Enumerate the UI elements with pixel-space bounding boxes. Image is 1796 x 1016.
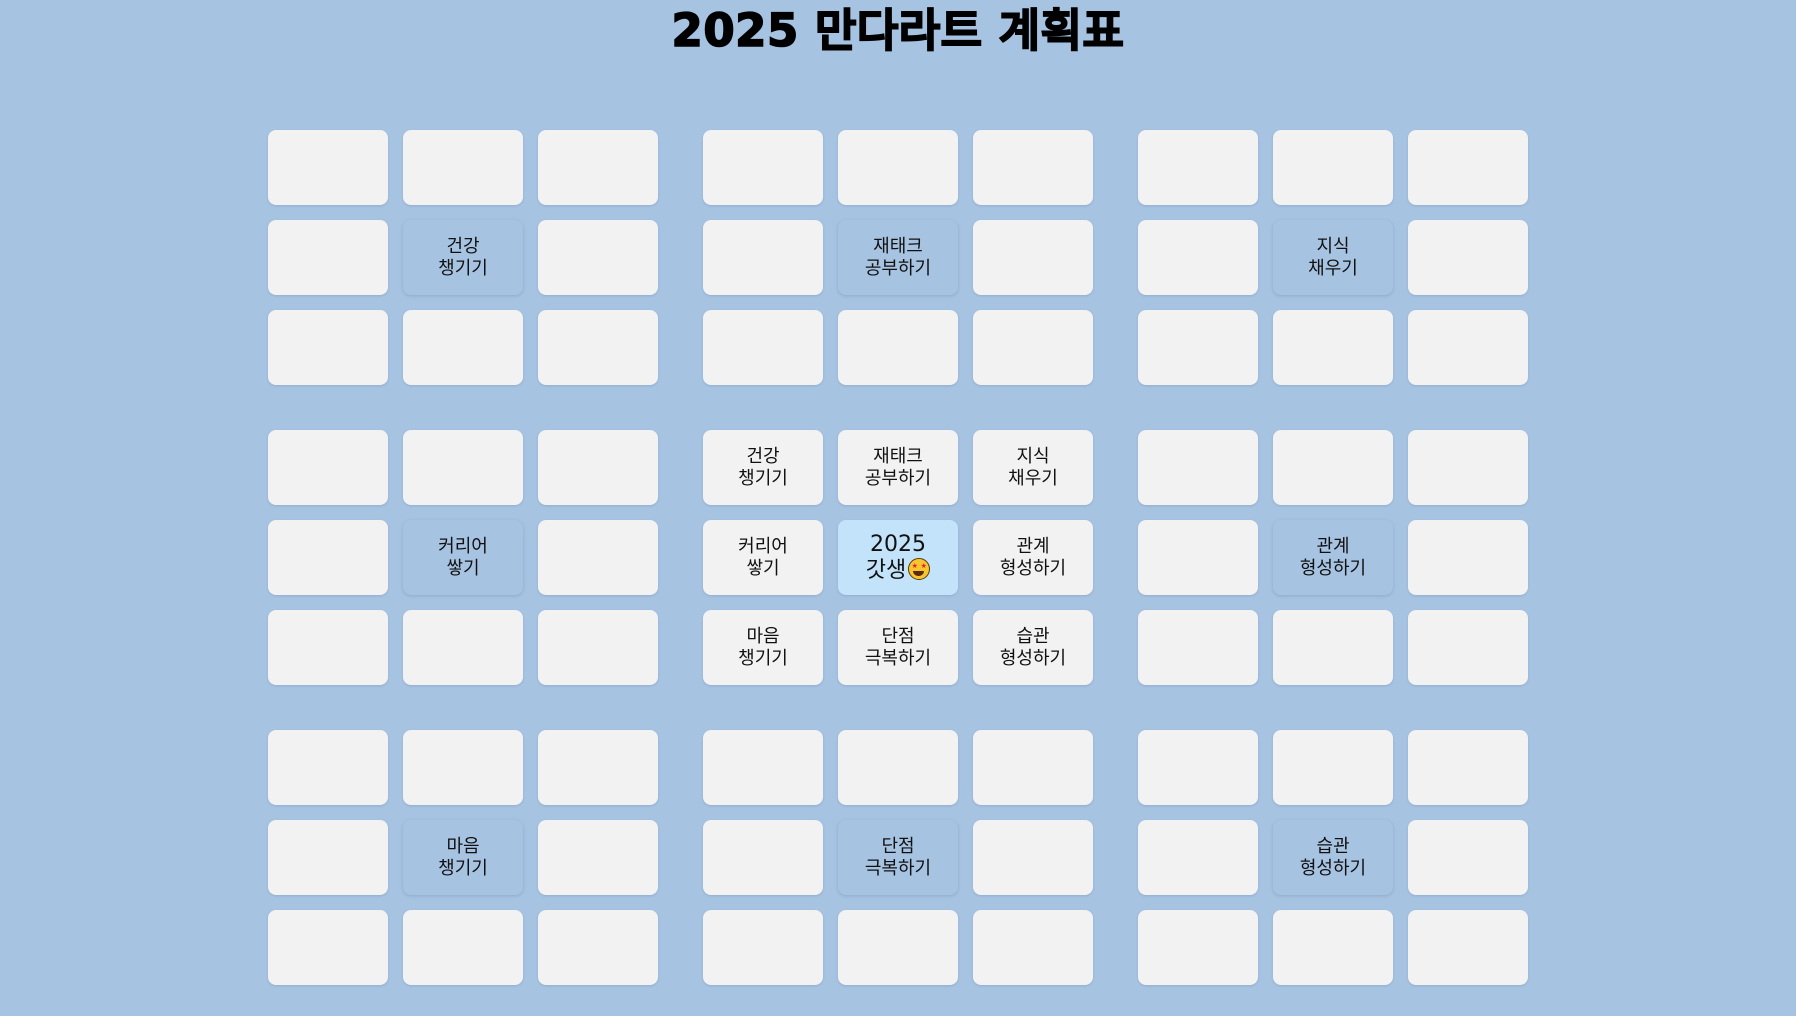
plan-cell-empty[interactable] (973, 310, 1093, 385)
sub-goal-center-cell[interactable]: 단점 극복하기 (838, 820, 958, 895)
plan-cell-empty[interactable] (1138, 910, 1258, 985)
core-goal-item[interactable]: 지식 채우기 (973, 430, 1093, 505)
plan-cell-empty[interactable] (1138, 610, 1258, 685)
plan-cell-empty[interactable] (403, 310, 523, 385)
plan-cell-empty[interactable] (1273, 130, 1393, 205)
plan-cell-empty[interactable] (538, 520, 658, 595)
plan-cell-empty[interactable] (403, 130, 523, 205)
core-goal-item[interactable]: 관계 형성하기 (973, 520, 1093, 595)
plan-cell-empty[interactable] (973, 820, 1093, 895)
plan-cell-empty[interactable] (538, 910, 658, 985)
plan-cell-empty[interactable] (1273, 730, 1393, 805)
plan-cell-empty[interactable] (973, 910, 1093, 985)
plan-cell-empty[interactable] (838, 910, 958, 985)
block-middle-right: 관계 형성하기 (1138, 430, 1528, 685)
block-bottom-left: 마음 챙기기 (268, 730, 658, 985)
plan-cell-empty[interactable] (538, 820, 658, 895)
block-top-right: 지식 채우기 (1138, 130, 1528, 385)
plan-cell-empty[interactable] (1138, 730, 1258, 805)
block-bottom-center: 단점 극복하기 (703, 730, 1093, 985)
plan-cell-empty[interactable] (538, 310, 658, 385)
plan-cell-empty[interactable] (268, 610, 388, 685)
block-middle-left: 커리어 쌓기 (268, 430, 658, 685)
plan-cell-empty[interactable] (1273, 910, 1393, 985)
core-goal-label: 갓생 (865, 557, 907, 583)
sub-goal-center-cell[interactable]: 마음 챙기기 (403, 820, 523, 895)
plan-cell-empty[interactable] (538, 130, 658, 205)
plan-cell-empty[interactable] (1273, 310, 1393, 385)
plan-cell-empty[interactable] (973, 730, 1093, 805)
plan-cell-empty[interactable] (1408, 820, 1528, 895)
plan-cell-empty[interactable] (1138, 820, 1258, 895)
core-goal-item[interactable]: 재태크 공부하기 (838, 430, 958, 505)
sub-goal-center-cell[interactable]: 습관 형성하기 (1273, 820, 1393, 895)
plan-cell-empty[interactable] (1138, 520, 1258, 595)
plan-cell-empty[interactable] (403, 730, 523, 805)
sub-goal-center-cell[interactable]: 건강 챙기기 (403, 220, 523, 295)
plan-cell-empty[interactable] (1138, 430, 1258, 505)
core-goal-item[interactable]: 커리어 쌓기 (703, 520, 823, 595)
plan-cell-empty[interactable] (838, 130, 958, 205)
block-bottom-right: 습관 형성하기 (1138, 730, 1528, 985)
plan-cell-empty[interactable] (268, 520, 388, 595)
core-goal-item[interactable]: 마음 챙기기 (703, 610, 823, 685)
star-struck-emoji-icon: ★★ (908, 557, 931, 580)
plan-cell-empty[interactable] (268, 820, 388, 895)
plan-cell-empty[interactable] (703, 910, 823, 985)
plan-cell-empty[interactable] (268, 220, 388, 295)
plan-cell-empty[interactable] (1408, 520, 1528, 595)
plan-cell-empty[interactable] (1408, 310, 1528, 385)
plan-cell-empty[interactable] (1138, 220, 1258, 295)
plan-cell-empty[interactable] (1408, 910, 1528, 985)
plan-cell-empty[interactable] (1138, 310, 1258, 385)
sub-goal-center-cell[interactable]: 커리어 쌓기 (403, 520, 523, 595)
plan-cell-empty[interactable] (268, 310, 388, 385)
plan-cell-empty[interactable] (973, 220, 1093, 295)
core-goal-item[interactable]: 단점 극복하기 (838, 610, 958, 685)
plan-cell-empty[interactable] (703, 730, 823, 805)
sub-goal-center-cell[interactable]: 지식 채우기 (1273, 220, 1393, 295)
plan-cell-empty[interactable] (1408, 220, 1528, 295)
plan-cell-empty[interactable] (268, 430, 388, 505)
plan-cell-empty[interactable] (1273, 430, 1393, 505)
plan-cell-empty[interactable] (1408, 610, 1528, 685)
plan-cell-empty[interactable] (703, 220, 823, 295)
plan-cell-empty[interactable] (538, 220, 658, 295)
plan-cell-empty[interactable] (973, 130, 1093, 205)
plan-cell-empty[interactable] (703, 310, 823, 385)
plan-cell-empty[interactable] (538, 730, 658, 805)
core-goal-item[interactable]: 습관 형성하기 (973, 610, 1093, 685)
plan-cell-empty[interactable] (268, 130, 388, 205)
core-goal-item[interactable]: 건강 챙기기 (703, 430, 823, 505)
plan-cell-empty[interactable] (403, 910, 523, 985)
plan-cell-empty[interactable] (1138, 130, 1258, 205)
plan-cell-empty[interactable] (538, 610, 658, 685)
plan-cell-empty[interactable] (703, 820, 823, 895)
plan-cell-empty[interactable] (268, 730, 388, 805)
sub-goal-center-cell[interactable]: 재태크 공부하기 (838, 220, 958, 295)
plan-cell-empty[interactable] (1408, 130, 1528, 205)
plan-cell-empty[interactable] (1273, 610, 1393, 685)
block-top-left: 건강 챙기기 (268, 130, 658, 385)
page-title: 2025 만다라트 계획표 (671, 3, 1125, 58)
plan-cell-empty[interactable] (268, 910, 388, 985)
plan-cell-empty[interactable] (403, 430, 523, 505)
plan-cell-empty[interactable] (838, 730, 958, 805)
plan-cell-empty[interactable] (1408, 730, 1528, 805)
block-top-center: 재태크 공부하기 (703, 130, 1093, 385)
plan-cell-empty[interactable] (1408, 430, 1528, 505)
plan-cell-empty[interactable] (838, 310, 958, 385)
plan-cell-empty[interactable] (403, 610, 523, 685)
sub-goal-center-cell[interactable]: 관계 형성하기 (1273, 520, 1393, 595)
core-goal-year: 2025 (869, 531, 926, 557)
plan-cell-empty[interactable] (703, 130, 823, 205)
plan-cell-empty[interactable] (538, 430, 658, 505)
